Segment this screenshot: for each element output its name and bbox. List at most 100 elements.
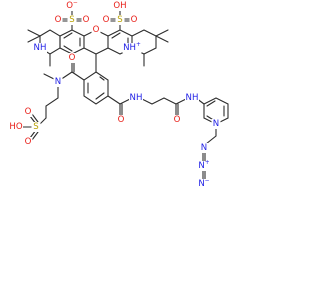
bond [139,97,177,105]
atom-symbol: N [123,43,129,53]
atom-symbol: N [198,179,204,189]
atom-symbol: O [93,25,100,35]
atom-label-backdrop [122,43,142,53]
atom-symbol: O [131,15,138,25]
atom-symbol: O [25,107,32,117]
atom-symbol: O [66,1,73,11]
atom-symbol: N [34,43,40,53]
atom-symbol: O [16,122,23,132]
bond [131,29,157,55]
bond [63,32,81,52]
atom-label-amide3-o: O [174,115,181,125]
atom-label-backdrop [33,43,47,53]
atom-symbol: O [103,15,110,25]
atom-label-backdrop [81,15,91,25]
atom-label-amide2-nh: NH [130,93,143,103]
atom-label-pyridine-n: N [213,119,219,129]
bond [155,29,169,43]
atom-label-nh-left: NH [34,43,47,53]
atom-label-so3h-right-oh: OH [113,1,126,11]
atom-label-backdrop [23,137,33,147]
atom-label-tail-s: S [33,122,38,132]
atom-label-so3-left-o-top: O− [66,0,78,11]
bond [203,97,229,125]
bond [45,85,59,119]
bond [71,61,75,73]
bond [87,76,105,100]
atom-label-backdrop [129,15,139,25]
bond [27,29,41,43]
atom-symbol: H [40,43,46,53]
atom-symbol: O [69,53,76,63]
atom-label-nh-right: NH+ [123,42,141,53]
bond [175,103,179,117]
atom-symbol: S [117,15,122,25]
atom-label-backdrop [129,93,143,103]
atom-symbol: + [205,160,210,166]
atom-symbol: N [130,93,136,103]
atom-label-backdrop [197,161,211,171]
bond [202,169,206,181]
bond [107,29,133,55]
atom-label-azide-n3: N− [198,178,209,189]
atom-label-tail-o-bot: O [25,137,32,147]
atom-symbol: O [83,15,90,25]
bond [71,71,85,81]
atom-label-amide2-o: O [118,115,125,125]
bond [107,95,121,105]
atom-label-backdrop [101,15,111,25]
atom-label-backdrop [199,143,209,153]
atom-symbol: H [9,122,15,132]
atom-label-backdrop [211,119,221,129]
atom-label-so3h-right-s: S [117,15,122,25]
atom-label-backdrop [197,179,211,189]
atom-symbol: H [130,43,136,53]
atom-label-azide-n1: N [201,143,207,153]
atom-label-backdrop [113,1,127,11]
atom-symbol: O [174,115,181,125]
atom-symbol: H [192,93,198,103]
atom-symbol: N [213,119,219,129]
atom-symbol: O [25,137,32,147]
atom-symbol: N [201,143,207,153]
atom-symbol: N [55,77,61,87]
atom-symbol: O [118,115,125,125]
atom-label-so3-left-o-l: O [55,15,62,25]
atom-symbol: O [55,15,62,25]
atom-label-backdrop [53,15,63,25]
atom-label-tail-o-top: O [25,107,32,117]
atom-label-so3h-right-o-r: O [131,15,138,25]
atom-label-amide1-n: N [55,77,61,87]
atom-label-backdrop [185,93,199,103]
atom-label-backdrop [23,107,33,117]
atom-symbol: O [113,1,120,11]
atom-symbol: H [120,1,126,11]
atom-label-backdrop [67,15,77,25]
atom-label-backdrop [115,15,125,25]
bond [206,100,225,122]
atom-label-so3-left-s: S [69,15,74,25]
atom-symbol: N [186,93,192,103]
atom-label-backdrop [65,1,79,11]
atom-symbol: H [136,93,142,103]
atom-label-azide-n2: N+ [198,160,209,171]
atom-label-xanthene-o: O [93,25,100,35]
atom-symbol: S [33,122,38,132]
bond [119,103,123,117]
atom-label-backdrop [91,25,101,35]
atom-label-so3h-right-o-l: O [103,15,110,25]
atom-symbol: − [73,0,78,6]
atom-symbol: + [136,42,141,48]
atom-label-tail-oh: HO [9,122,22,132]
atom-label-backdrop [9,122,23,132]
atom-label-so3-left-o-r: O [83,15,90,25]
atom-symbol: S [69,15,74,25]
atom-label-backdrop [67,53,77,63]
atom-symbol: − [205,178,210,184]
atom-symbol: N [198,161,204,171]
bond [202,151,206,163]
atom-label-amide3-nh: NH [186,93,199,103]
atom-label-backdrop [116,115,126,125]
